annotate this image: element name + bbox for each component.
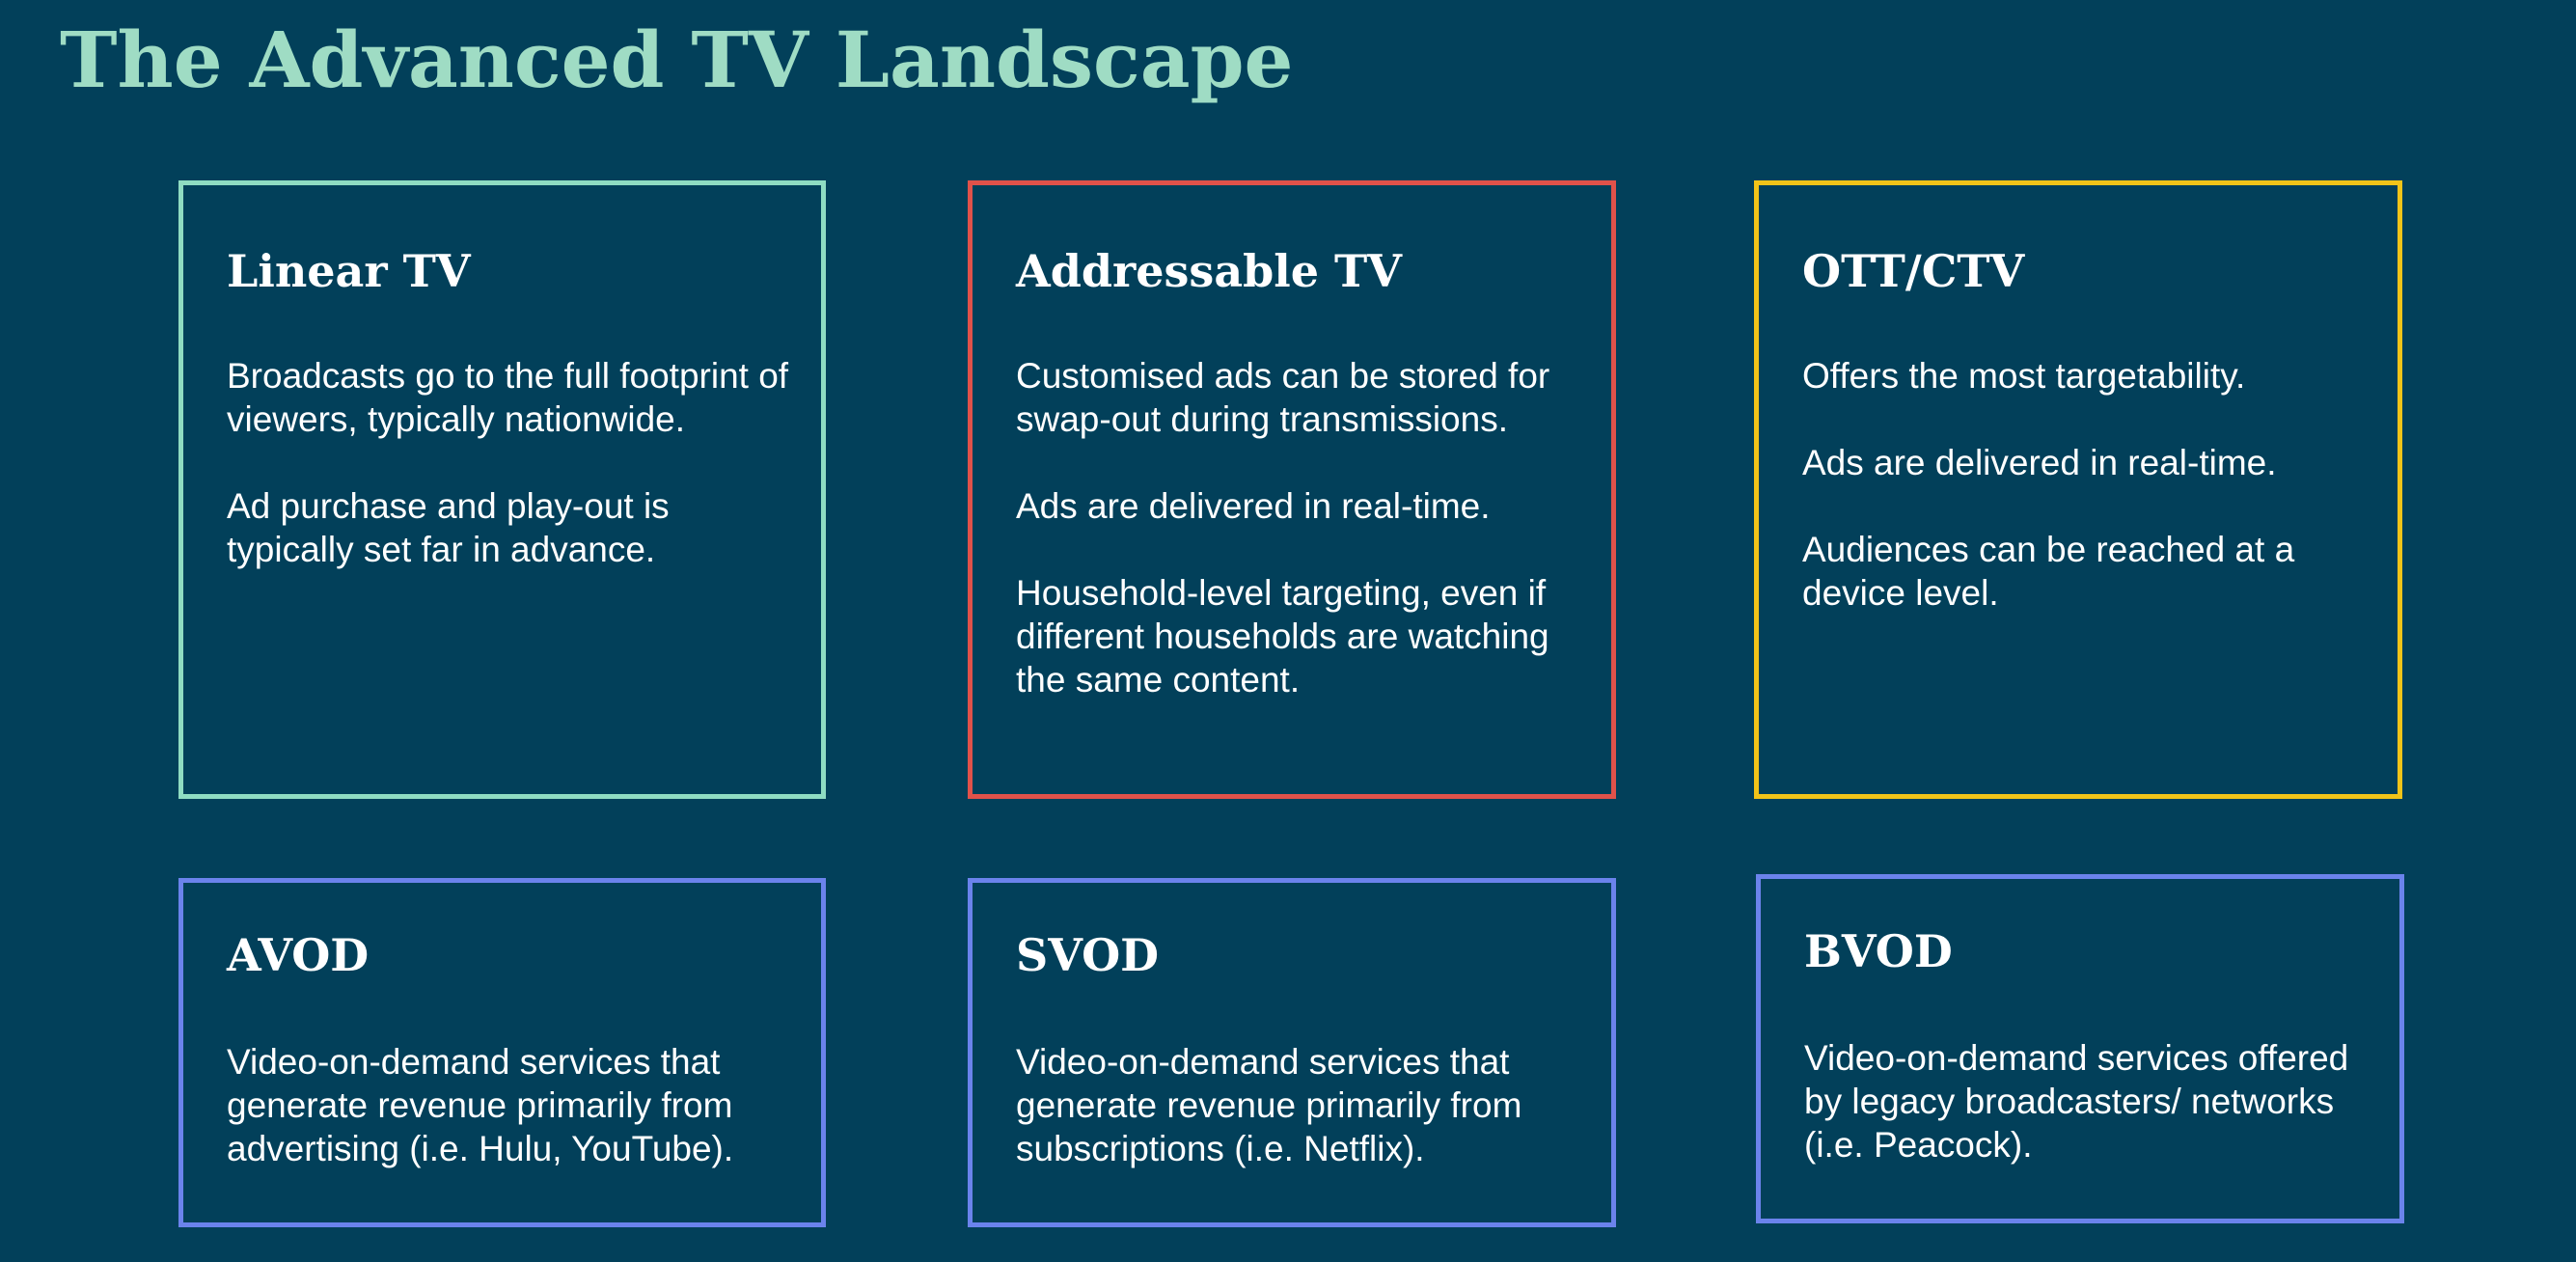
card-paragraph: Ad purchase and play-out is typically se… [227,485,670,569]
card-bvod: BVOD Video-on-demand services offered by… [1756,874,2404,1223]
card-paragraph: Broadcasts go to the full footprint of v… [227,355,789,439]
card-ott-ctv: OTT/CTV Offers the most targetability. A… [1754,180,2402,799]
card-paragraph: Ads are delivered in real-time. [1016,485,1491,526]
card-svod: SVOD Video-on-demand services that gener… [968,878,1616,1227]
card-body: Customised ads can be stored for swap-ou… [1016,354,1571,701]
card-title: SVOD [1016,929,1160,981]
card-paragraph: Video-on-demand services offered by lega… [1804,1037,2349,1165]
card-addressable-tv: Addressable TV Customised ads can be sto… [968,180,1616,799]
card-body: Offers the most targetability. Ads are d… [1802,354,2357,615]
card-avod: AVOD Video-on-demand services that gener… [178,878,826,1227]
card-paragraph: Video-on-demand services that generate r… [227,1041,734,1168]
card-title: Addressable TV [1016,245,1402,297]
card-paragraph: Customised ads can be stored for swap-ou… [1016,355,1550,439]
card-body: Video-on-demand services that generate r… [227,1040,781,1170]
card-paragraph: Offers the most targetability. [1802,355,2246,396]
page-title: The Advanced TV Landscape [60,14,1294,105]
card-title: OTT/CTV [1802,245,2025,297]
card-paragraph: Household-level targeting, even if diffe… [1016,572,1549,700]
card-body: Video-on-demand services offered by lega… [1804,1036,2359,1166]
card-body: Video-on-demand services that generate r… [1016,1040,1571,1170]
card-paragraph: Ads are delivered in real-time. [1802,442,2277,482]
card-paragraph: Video-on-demand services that generate r… [1016,1041,1522,1168]
card-title: BVOD [1804,925,1953,977]
card-paragraph: Audiences can be reached at a device lev… [1802,529,2295,613]
card-title: AVOD [227,929,370,981]
card-linear-tv: Linear TV Broadcasts go to the full foot… [178,180,826,799]
card-body: Broadcasts go to the full footprint of v… [227,354,788,571]
card-title: Linear TV [227,245,471,297]
